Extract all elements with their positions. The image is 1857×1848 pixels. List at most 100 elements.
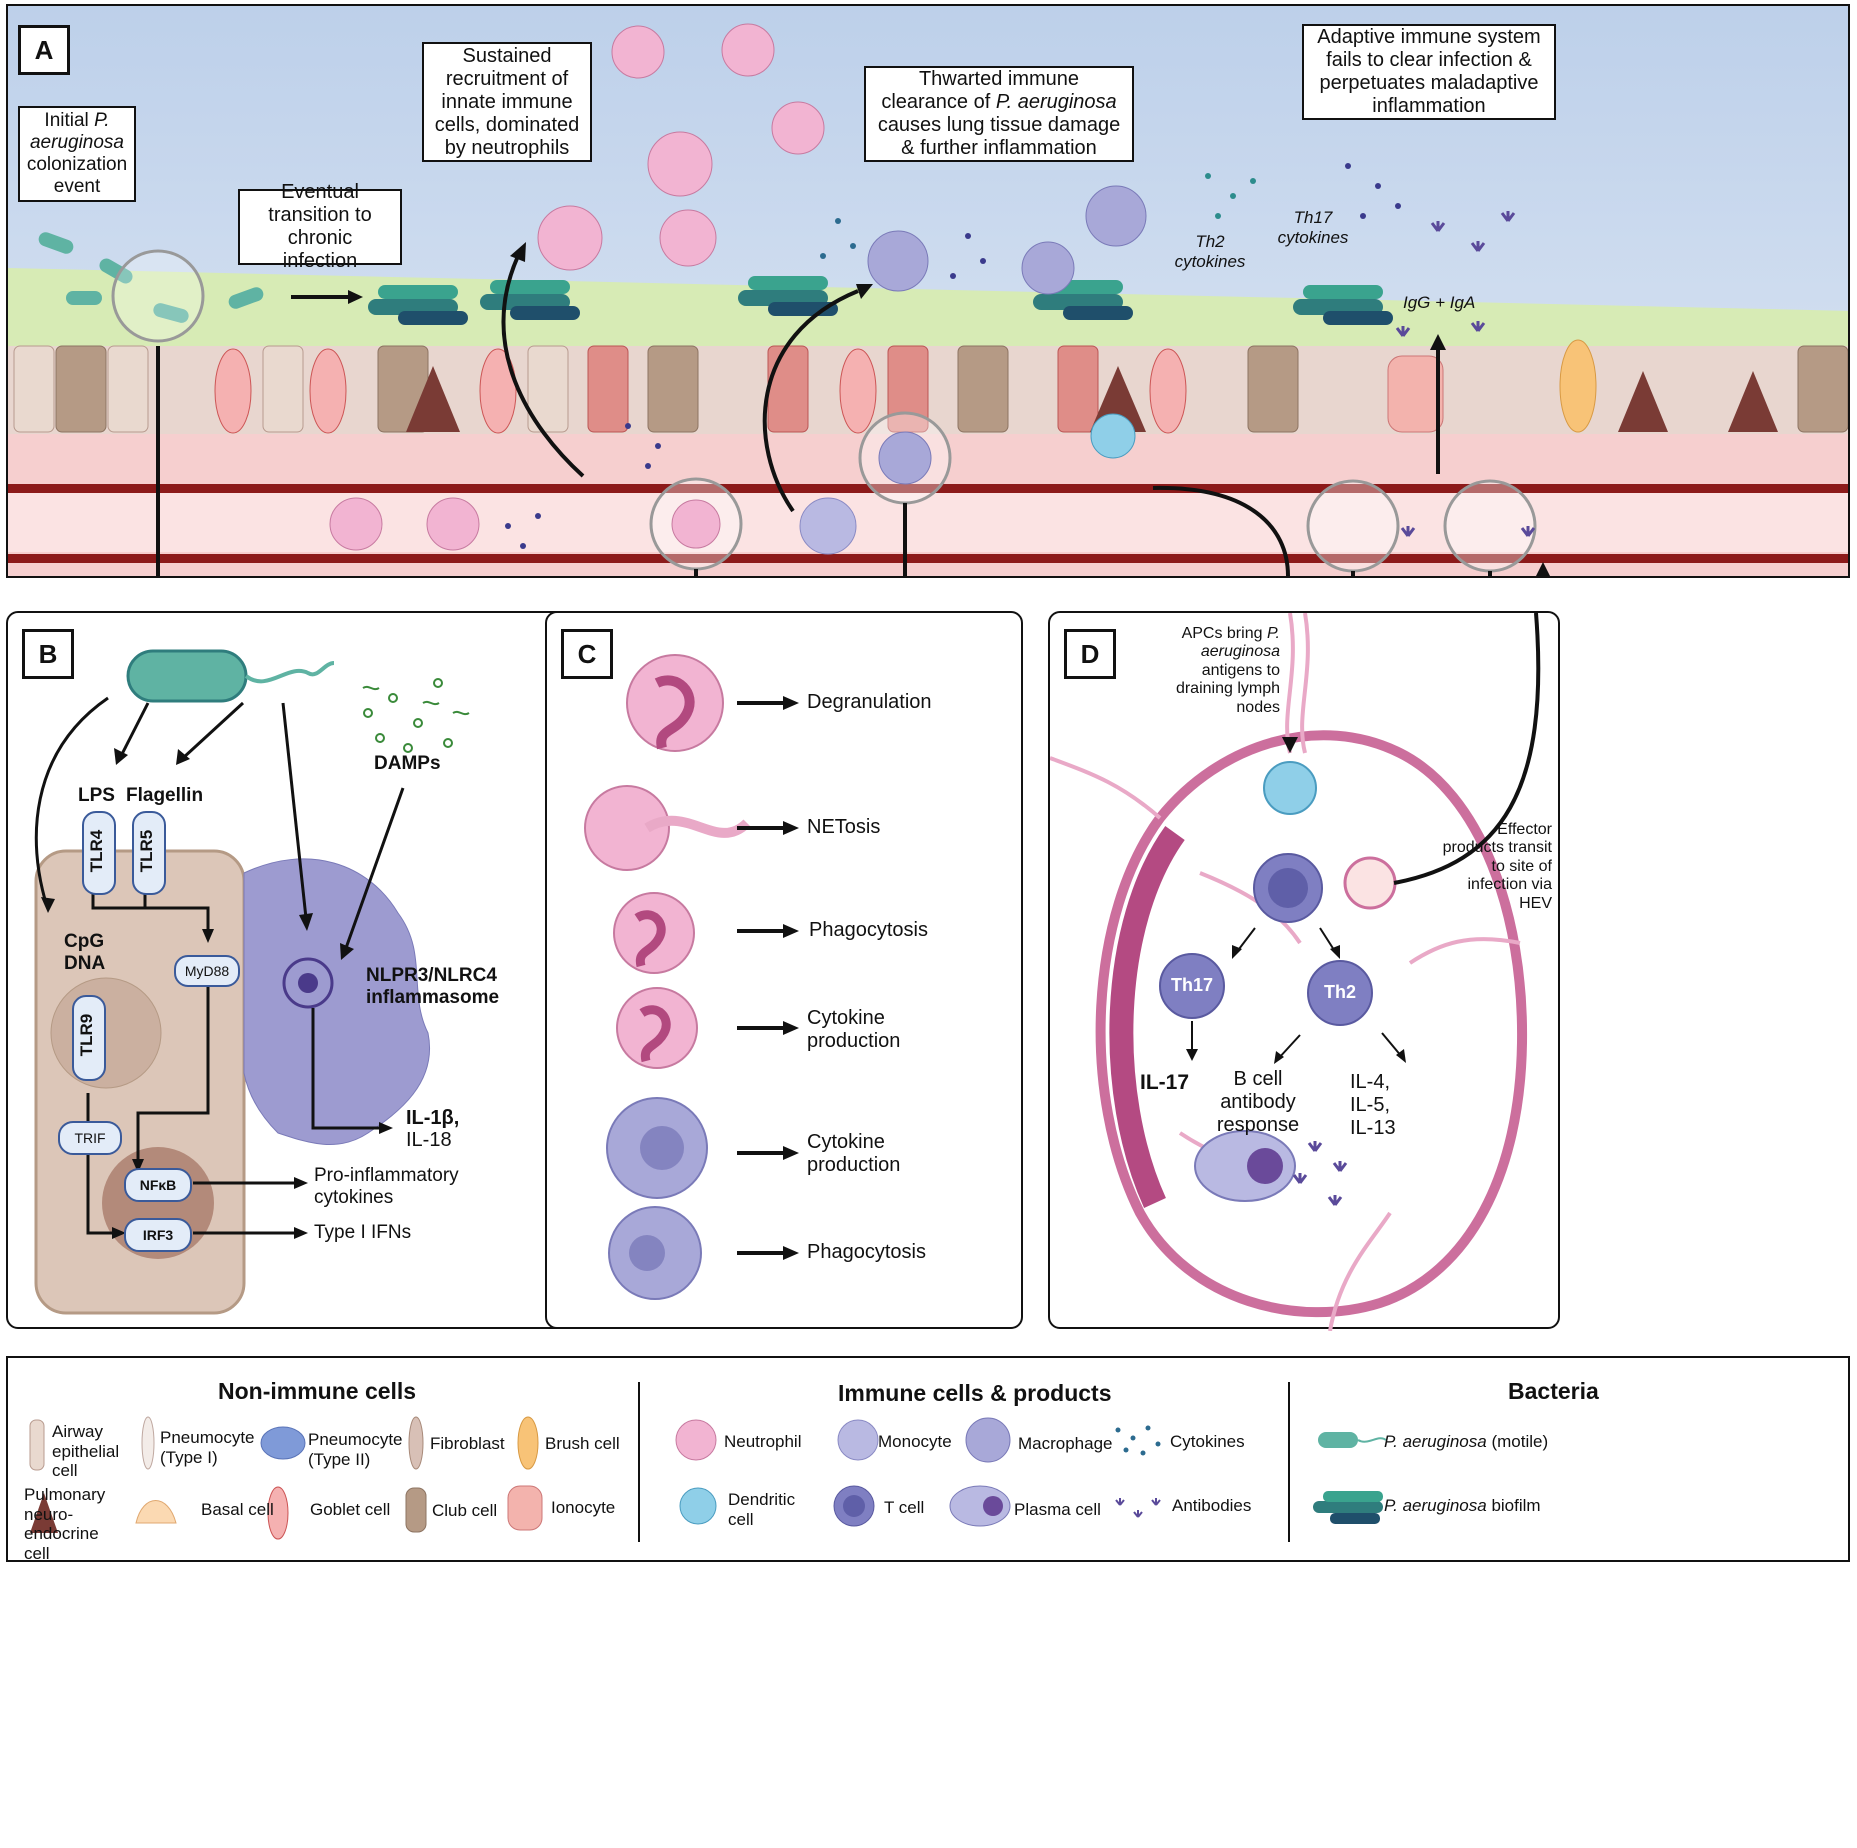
myd88-node: MyD88	[174, 955, 240, 987]
apc-pre: APCs bring	[1181, 625, 1267, 642]
legend-pa-biofilm-post: biofilm	[1486, 1496, 1541, 1515]
vessel-cells	[329, 411, 1537, 573]
biofilm-1	[368, 285, 468, 325]
phagocytic-neutrophil	[613, 892, 695, 974]
legend-pneumocyte-2: Pneumocyte (Type II)	[308, 1430, 403, 1469]
trif-node: TRIF	[58, 1121, 122, 1155]
damps-label: DAMPs	[374, 753, 441, 774]
legend-bacteria-title: Bacteria	[1508, 1378, 1599, 1404]
apc-italic: P. aeruginosa	[1200, 625, 1280, 661]
tlr9-label: TLR9	[77, 1013, 96, 1057]
phagocytic-macrophage	[608, 1206, 702, 1300]
legend: Non-immune cells Immune cells & products…	[6, 1356, 1850, 1563]
icon-ionocyte	[507, 1485, 543, 1531]
legend-ionocyte: Ionocyte	[551, 1498, 616, 1517]
panel-d-scene	[1050, 613, 1541, 1331]
initial-post: colonization event	[26, 154, 128, 197]
cytokine-macrophage	[606, 1097, 708, 1199]
th2-cell	[1307, 960, 1373, 1026]
inflammasome-core	[282, 957, 334, 1009]
bacterium-flagellum	[244, 661, 335, 684]
damps-particles	[362, 678, 470, 753]
panel-d-arrowheads	[1186, 737, 1406, 1064]
il17-label: IL-17	[1140, 1071, 1190, 1094]
panel-d-long-arrows	[1393, 613, 1541, 885]
panel-b: B LPS Flagellin TLR4 TLR5 CpG DNA TLR9 M…	[6, 611, 618, 1329]
legend-immune-title: Immune cells & products	[838, 1380, 1112, 1406]
panel-b-arrowheads	[41, 748, 393, 1239]
panel-b-arrows	[34, 696, 405, 1235]
irf3-node: IRF3	[124, 1218, 192, 1252]
legend-club-cell: Club cell	[432, 1501, 498, 1520]
apc-post: antigens to draining lymph nodes	[1175, 661, 1280, 716]
antibodies-a	[1395, 211, 1536, 537]
th17-label: Th17	[1170, 975, 1213, 995]
legend-dendritic-cell: Dendritic cell	[728, 1490, 796, 1529]
panel-c-scene	[584, 654, 799, 1300]
phagocytosis-label-1: Phagocytosis	[809, 919, 928, 941]
legend-icons	[29, 1416, 1387, 1540]
icon-pa-motile	[1318, 1432, 1358, 1448]
legend-pa-motile-post: (motile)	[1486, 1432, 1549, 1451]
icon-antibodies	[1115, 1498, 1161, 1518]
icon-neutrophil	[675, 1419, 717, 1461]
vessel-wall-top	[8, 484, 1848, 493]
icon-fibroblast	[408, 1416, 424, 1470]
legend-fibroblast: Fibroblast	[430, 1434, 505, 1453]
th2-label: Th2	[1323, 982, 1356, 1002]
il1b-label: IL-1β,	[406, 1107, 460, 1129]
phagocytosis-label-2: Phagocytosis	[807, 1241, 926, 1263]
airway-neutrophils	[537, 23, 825, 271]
nfkb-node: NFκB	[124, 1168, 192, 1202]
biofilm-5	[1293, 285, 1393, 325]
legend-divider-2	[1288, 1382, 1290, 1542]
inflammasome-label: NLPR3/NLRC4 inflammasome	[366, 965, 500, 1008]
icon-pneumocyte-type-2	[260, 1426, 306, 1460]
cell-nucleus	[50, 977, 162, 1089]
igg-iga-label: IgG + IgA	[1403, 293, 1476, 312]
adaptive-failure-box: Adaptive immune system fails to clear in…	[1302, 24, 1556, 120]
mucus-layer	[8, 268, 1848, 351]
legend-t-cell: T cell	[884, 1498, 925, 1517]
thwarted-clearance-box: Thwarted immune clearance of P. aerugino…	[864, 66, 1134, 162]
vessel-wall-bottom	[8, 554, 1848, 563]
icon-dendritic-cell	[679, 1487, 717, 1525]
legend-pa-biofilm-italic: P. aeruginosa	[1384, 1496, 1487, 1515]
apc-label: APCs bring P. aeruginosa antigens to dra…	[1150, 625, 1280, 717]
legend-neutrophil: Neutrophil	[724, 1432, 802, 1451]
tlr5-receptor	[132, 811, 166, 895]
panel-c-arrowheads	[783, 696, 799, 1260]
panel-a-arrowheads	[348, 242, 1550, 576]
airway-macrophages	[867, 185, 1147, 295]
initial-italic: P. aeruginosa	[29, 110, 125, 154]
degranulation-label: Degranulation	[807, 691, 932, 713]
legend-macrophage: Macrophage	[1018, 1434, 1113, 1453]
legend-plasma-cell: Plasma cell	[1014, 1500, 1101, 1519]
cytokine-dots	[505, 163, 1401, 549]
cytokine-production-label-2: Cytokine production	[807, 1131, 901, 1176]
icon-pneuroendocrine-cell	[30, 1493, 58, 1533]
cpg-dna-label: CpG DNA	[64, 931, 106, 974]
lps-label: LPS	[78, 785, 115, 806]
panel-d: D APCs bring P. aeruginosa antigens to d…	[1048, 611, 1560, 1331]
panel-a-arrows	[156, 255, 1545, 576]
icon-macrophage	[965, 1417, 1011, 1463]
th2-cytokines-label: Th2 cytokines	[1174, 232, 1246, 271]
icon-cytokines	[1115, 1425, 1161, 1456]
netosis-label: NETosis	[807, 816, 881, 838]
legend-basal-cell: Basal cell	[201, 1500, 274, 1519]
thwart-italic: P. aeruginosa	[995, 91, 1117, 113]
icon-club-cell	[405, 1487, 427, 1533]
panel-c-arrows	[737, 701, 787, 1255]
legend-pa-motile-italic: P. aeruginosa	[1384, 1432, 1487, 1451]
effector-label: Effector products transit to site of inf…	[1442, 821, 1552, 912]
degranulating-neutrophil	[626, 654, 724, 752]
il4-il5-il13-label: IL-4, IL-5, IL-13	[1350, 1071, 1396, 1139]
icon-plasma-cell	[949, 1485, 1011, 1527]
hev-vessel	[1343, 856, 1397, 910]
panel-c: C Degranulation NETosis Phagocytosis Cyt…	[545, 611, 1023, 1329]
legend-non-immune-title: Non-immune cells	[218, 1378, 417, 1404]
transition-box: Eventual transition to chronic infection	[238, 181, 402, 272]
thwart-pre: Thwarted immune clearance of	[881, 68, 1080, 113]
thwart-post: causes lung tissue damage & further infl…	[877, 114, 1121, 159]
